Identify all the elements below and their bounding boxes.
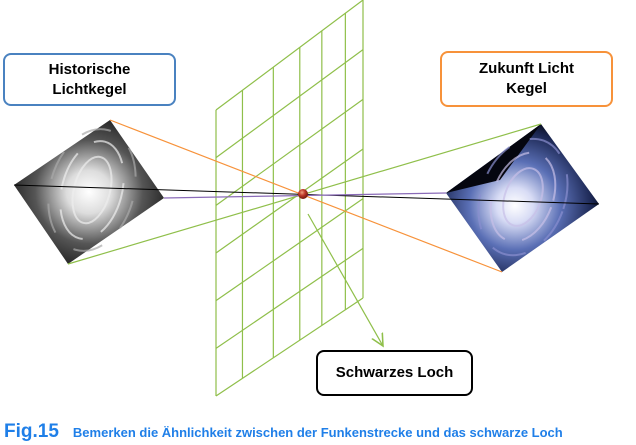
black-hole-label: Schwarzes Loch <box>316 350 473 396</box>
grid-horizontal-line <box>215 98 364 206</box>
figure-caption: Fig.15 Bemerken die Ähnlichkeit zwischen … <box>4 421 563 443</box>
figure-number: Fig.15 <box>4 421 59 442</box>
spacetime-grid <box>215 0 364 397</box>
grid-horizontal-line <box>215 198 364 302</box>
caption-text: Bemerken die Ähnlichkeit zwischen der Fu… <box>72 425 563 440</box>
grid-horizontal-line <box>215 148 364 254</box>
future-galaxy-image <box>446 124 599 272</box>
grid-horizontal-line <box>215 0 364 111</box>
historic-light-cone-label: Historische Lichtkegel <box>3 53 176 106</box>
grid-horizontal-line <box>215 297 364 397</box>
pointer-arrow <box>307 213 383 346</box>
historic-galaxy-image <box>14 120 164 264</box>
singularity-point <box>298 189 308 199</box>
grid-horizontal-line <box>215 49 364 159</box>
grid-horizontal-line <box>215 247 364 349</box>
future-light-cone-label: Zukunft Licht Kegel <box>440 51 613 107</box>
